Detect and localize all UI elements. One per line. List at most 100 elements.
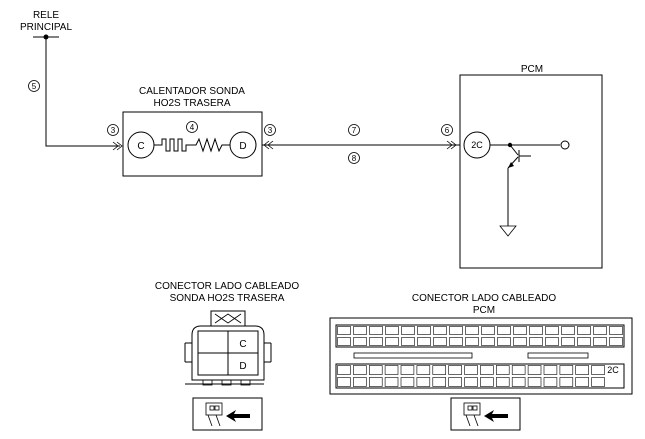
pcm-connector-pin-cavity <box>497 326 511 335</box>
transistor-icon <box>507 144 531 169</box>
pcm-connector-pin-cavity <box>559 365 574 375</box>
pcm-label: PCM <box>521 64 543 75</box>
svg-text:3: 3 <box>268 126 273 135</box>
pcm-connector-pin-cavity <box>545 337 559 346</box>
pcm-connector-pin-cavity <box>400 365 415 375</box>
pcm-connector-pin-cavity <box>575 365 589 375</box>
pcm-connector-pin-cavity <box>369 337 383 346</box>
pcm-connector-pin-cavity <box>495 365 510 375</box>
pcm-connector-pin-cavity <box>511 365 526 375</box>
svg-text:6: 6 <box>445 126 450 135</box>
wire-number-3-right: 3 <box>264 124 276 136</box>
pcm-connector-pin-cavity <box>369 326 383 335</box>
pcm-connector-label-line1: CONECTOR LADO CABLEADO <box>412 293 557 304</box>
pcm-connector-pin-cavity <box>433 337 447 346</box>
sensor-harness-connector: CONECTOR LADO CABLEADO SONDA HO2S TRASER… <box>155 281 300 386</box>
pcm-connector-upper-row <box>335 324 625 348</box>
pcm-connector-pin-cavity <box>368 365 383 375</box>
pcm-connector-pin-cavity <box>497 337 511 346</box>
pcm-connector-pin-cavity <box>480 365 494 375</box>
svg-text:8: 8 <box>352 154 357 163</box>
pcm-connector-pin-cavity <box>609 326 623 335</box>
pcm-connector-pin-cavity <box>511 377 526 387</box>
rear-ho2s-heater: CALENTADOR SONDA HO2S TRASERA C D 4 <box>122 86 263 177</box>
relay-label-line1: RELE <box>33 10 59 21</box>
pcm-connector-pin-cavity <box>545 326 559 335</box>
sensor-connector-label-line2: SONDA HO2S TRASERA <box>170 293 285 304</box>
svg-text:2C: 2C <box>471 140 483 150</box>
pcm-connector-pin-cavity <box>543 365 558 375</box>
pcm-connector-pin-cavity <box>448 377 462 387</box>
pcm-connector-pin-cavity <box>401 326 415 335</box>
pcm-connector-pin-cavity <box>480 377 494 387</box>
pcm-connector-pin-cavity <box>559 377 574 387</box>
pcm-connector-pin-cavity <box>353 337 367 346</box>
pcm-connector-pin-cavity <box>529 326 543 335</box>
pcm-connector-pin-cavity <box>464 377 478 387</box>
pcm-connector-pin-cavity <box>353 365 367 375</box>
main-relay: RELE PRINCIPAL <box>20 10 72 40</box>
pcm-connector-pin-cavity <box>337 326 351 335</box>
pcm-connector-pin-2c: 2C <box>607 365 619 375</box>
wire-number-3-left: 3 <box>107 124 119 136</box>
pcm-connector-pin-cavity <box>481 326 495 335</box>
pcm-connector-pin-cavity <box>593 326 607 335</box>
pcm-connector-pin-cavity <box>449 326 463 335</box>
pcm-connector-pin-cavity <box>433 326 447 335</box>
pcm-connector-pin-cavity <box>591 365 605 375</box>
wire-relay-to-heater <box>45 37 120 147</box>
pcm-connector-pin-cavity <box>527 365 542 375</box>
connector-arrow-pcm <box>446 140 453 150</box>
svg-text:4: 4 <box>190 123 195 132</box>
connector-lock-tab <box>210 310 246 327</box>
pcm-connector-pin-cavity <box>417 326 431 335</box>
pcm-connector-pin-cavity <box>527 377 542 387</box>
pcm-connector-pin-cavity <box>400 377 415 387</box>
ground-icon <box>499 225 517 237</box>
pcm-connector-pin-cavity <box>513 337 527 346</box>
pcm-box <box>459 74 603 269</box>
relay-label-line2: PRINCIPAL <box>20 22 72 33</box>
pcm-connector-pin-cavity <box>543 377 558 387</box>
pcm-connector-pin-cavity <box>432 365 446 375</box>
pcm-connector-pin-cavity <box>495 377 510 387</box>
pcm-connector-pin-cavity <box>337 365 351 375</box>
pcm-connector-label-line2: PCM <box>473 305 495 316</box>
pcm-harness-connector: CONECTOR LADO CABLEADO PCM 2C <box>329 293 633 395</box>
pcm-connector-pin-cavity <box>593 337 607 346</box>
svg-text:C: C <box>137 141 144 152</box>
pcm-connector-pin-cavity <box>561 326 575 335</box>
pcm-connector-pin-cavity <box>353 377 367 387</box>
pcm-connector-pin-cavity <box>575 377 589 387</box>
pcm-connector-lower-row <box>335 363 625 389</box>
sensor-connector-pin-c: C <box>239 339 246 350</box>
connector-arrow-heater-d <box>263 140 270 150</box>
pcm-connector-pin-cavity <box>417 337 431 346</box>
pcm-terminal <box>560 140 570 150</box>
sensor-connector-label-line1: CONECTOR LADO CABLEADO <box>155 281 300 292</box>
pcm-connector-pin-cavity <box>385 337 399 346</box>
harness-connector-view-icon <box>450 397 521 431</box>
pcm-connector-pin-cavity <box>609 337 623 346</box>
pcm-connector-pin-cavity <box>337 337 351 346</box>
wire-number-8: 8 <box>348 152 360 164</box>
harness-connector-view-icon <box>192 397 263 431</box>
pcm-module: PCM 2C <box>459 64 603 269</box>
sensor-connector-pin-d: D <box>239 361 246 372</box>
connector-arrow-heater-c <box>112 141 119 151</box>
pcm-connector-pin-cavity <box>337 377 351 387</box>
pcm-connector-pin-cavity <box>464 365 478 375</box>
pcm-connector-pin-cavity <box>591 377 605 387</box>
pcm-connector-pin-cavity <box>529 337 543 346</box>
pcm-connector-pin-cavity <box>416 365 431 375</box>
connector-housing <box>191 325 265 381</box>
pcm-connector-pin-cavity <box>432 377 446 387</box>
wire-number-4: 4 <box>186 121 198 133</box>
pcm-connector-pin-cavity <box>577 326 591 335</box>
pcm-connector-pin-cavity <box>513 326 527 335</box>
pcm-connector-pin-cavity <box>384 377 399 387</box>
pcm-connector-pin-cavity <box>465 326 479 335</box>
pcm-connector-pin-cavity <box>368 377 383 387</box>
svg-text:7: 7 <box>352 126 357 135</box>
